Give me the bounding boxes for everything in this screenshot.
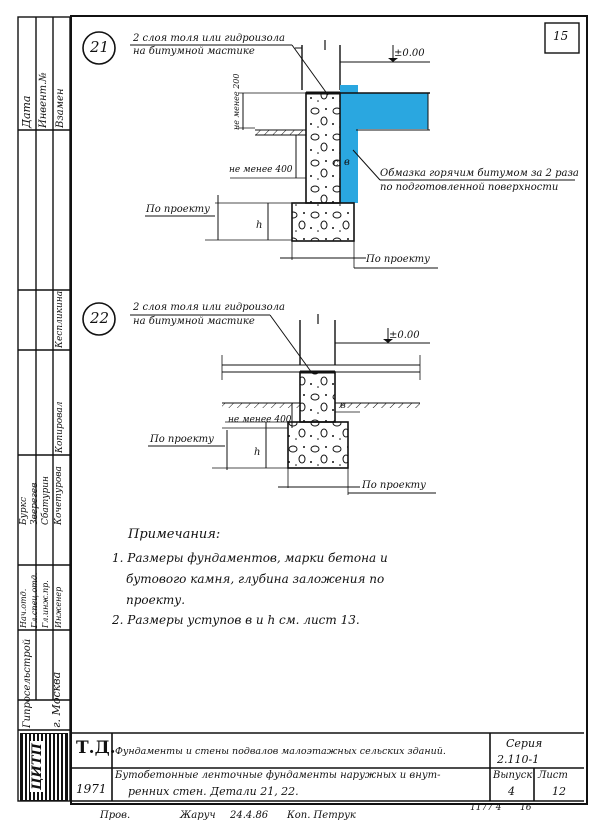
drawing-frame [70,15,588,805]
detail-21-soil-fill [358,93,428,129]
detail-21-number: 21 [90,38,110,56]
detail-22-note-line2: на битумной мастике [133,316,255,327]
series-value: 2.110-1 [497,753,540,766]
detail-21-min-400: не менее 400 [229,165,293,175]
issue-value: 4 [508,785,515,798]
notes-item-1-line-1: 1. Размеры фундаментов, марки бетона и [112,551,388,565]
title-td: Т.Д. [76,738,116,758]
sheet-value: 12 [552,785,566,798]
notes-item-2: 2. Размеры уступов в и h см. лист 13. [112,613,360,627]
notes-item-1-line-2: бутового камня, глубина заложения по [126,572,385,586]
detail-21-letter-h: h [256,220,263,231]
detail-21-note-line2: на битумной мастике [133,46,255,57]
footer-date: 24.4.86 [230,810,269,821]
detail-22-by-project-left: По проекту [150,434,214,445]
footer-copy: Коп. Петрук [287,810,356,821]
detail-21-coating-line1: Обмазка горячим битумом за 2 раза [380,168,579,179]
title-line-1: Фундаменты и стены подвалов малоэтажных … [115,746,446,757]
detail-21-note-line1: 2 слоя толя или гидроизола [133,33,285,44]
footer-checked: Пров. [100,810,131,821]
detail-22-note-line1: 2 слоя толя или гидроизола [133,302,285,313]
issue-label: Выпуск [493,770,533,781]
detail-21-letter-c: с [333,158,339,169]
detail-22-min-400: не менее 400 [228,415,292,425]
notes-heading: Примечания: [128,527,221,542]
detail-22-number: 22 [90,309,110,327]
doc-number: 1177 4 [470,803,502,813]
detail-22-level-mark: ±0.00 [389,330,420,341]
title-year: 1971 [76,782,107,796]
series-label: Серия [506,737,543,750]
detail-22-letter-h: h [254,447,261,458]
sheet-label: Лист [538,770,568,781]
detail-22-letter-b: в [340,400,346,411]
detail-22-by-project-bottom: По проекту [362,480,426,491]
title-line-2: Бутобетонные ленточные фундаменты наружн… [115,770,441,781]
detail-21-by-project-left: По проекту [146,204,210,215]
detail-21-by-project-bottom: По проекту [366,254,430,265]
notes-item-1-line-3: проекту. [126,593,186,607]
footer-signature: Жаруч [180,810,216,821]
detail-21-level-mark: ±0.00 [394,48,425,59]
sheet-number: 15 [553,29,569,43]
detail-21-waterproof-strip [340,85,358,203]
doc-sheet: 16 [520,803,532,813]
detail-21-circle [82,31,116,65]
detail-21-letter-b: в [344,157,350,168]
detail-22-circle [82,302,116,336]
title-line-3: ренних стен. Детали 21, 22. [128,785,299,798]
detail-21-coating-line2: по подготовленной поверхности [380,182,559,193]
